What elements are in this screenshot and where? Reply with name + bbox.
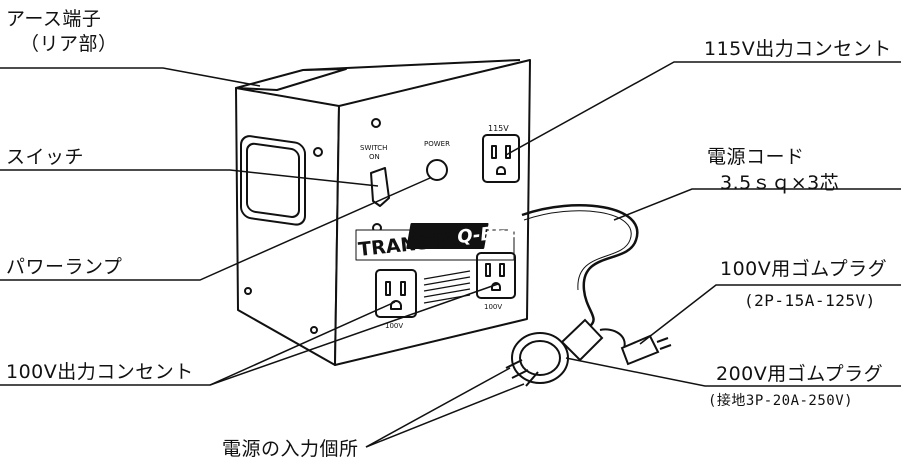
leader-100v-outlet-2 — [209, 283, 499, 386]
power-cord-outline — [523, 210, 632, 291]
label-115v-outlet: 115V出力コンセント — [704, 38, 892, 60]
power-lamp — [426, 159, 448, 181]
vent-slots — [423, 270, 471, 304]
switch-label: SWITCH — [360, 144, 387, 152]
power-cord — [521, 204, 639, 327]
transformer-unit — [235, 59, 531, 366]
outlet-100v-left — [375, 269, 417, 318]
outlet-100v-left-label: 100V — [385, 322, 403, 330]
unit-top-face-edge — [302, 59, 521, 71]
outlet-100v-left-pin — [400, 281, 406, 296]
outlet-115v — [482, 134, 520, 183]
label-power-lamp: パワーランプ — [6, 256, 123, 278]
leader-plug-100v — [639, 284, 901, 345]
leader-input-point-2 — [365, 383, 525, 448]
outlet-100v-right — [476, 252, 516, 299]
switch-on-label: ON — [369, 153, 380, 161]
screw-icon — [313, 147, 323, 157]
label-power-cord: 電源コード — [707, 146, 805, 168]
screw-icon — [310, 326, 318, 334]
leader-power-cord — [613, 188, 901, 221]
label-power-cord-spec: 3.5ｓｑ×3芯 — [720, 172, 840, 194]
outlet-115v-label: 115V — [488, 124, 509, 133]
outlet-115v-ground — [496, 166, 506, 175]
leader-lines — [0, 61, 901, 448]
leader-plug-200v — [565, 357, 901, 387]
unit-top-face — [235, 68, 347, 91]
leader-earth-terminal — [0, 67, 261, 87]
label-plug-100v: 100V用ゴムプラグ — [720, 258, 888, 280]
leader-input-point-1 — [365, 367, 511, 448]
label-switch: スイッチ — [6, 146, 85, 168]
label-plug-200v-spec: (接地3P-20A-250V) — [708, 393, 854, 409]
label-earth-terminal: アース端子 — [6, 8, 102, 30]
plug-200v — [505, 318, 604, 387]
label-input-point: 電源の入力個所 — [222, 438, 359, 460]
outlet-100v-right-pin — [485, 263, 491, 277]
outlet-100v-right-label: 100V — [484, 303, 502, 311]
unit-side-face — [235, 87, 340, 366]
plug-100v — [599, 328, 672, 366]
label-plug-100v-spec: (2P-15A-125V) — [744, 291, 876, 310]
outlet-115v-pin — [491, 145, 497, 159]
side-handle — [240, 135, 306, 226]
brand-model-plate — [406, 223, 489, 249]
power-label: POWER — [424, 140, 450, 148]
screw-icon — [244, 287, 252, 295]
label-100v-outlet: 100V出力コンセント — [6, 361, 194, 383]
outlet-100v-left-pin — [385, 281, 391, 296]
leader-115v-outlet — [505, 61, 901, 156]
unit-front-face — [334, 59, 531, 366]
outlet-100v-right-pin — [499, 263, 505, 277]
toggle-switch — [370, 167, 390, 207]
side-handle-inner — [246, 142, 300, 218]
leader-switch — [0, 169, 379, 187]
leader-power-lamp — [0, 177, 431, 281]
label-plug-200v: 200V用ゴムプラグ — [716, 363, 884, 385]
screw-icon — [371, 118, 381, 128]
label-earth-terminal-sub: （リア部） — [20, 33, 118, 55]
